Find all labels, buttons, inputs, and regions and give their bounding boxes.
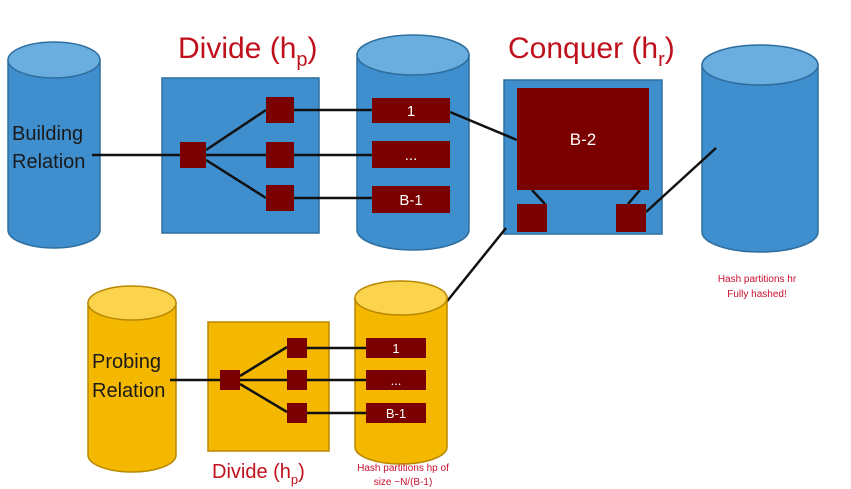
probing-relation-cylinder — [87, 285, 177, 473]
probing-partition-2 — [366, 370, 426, 390]
bucket-node-top-1 — [266, 97, 294, 123]
bucket-node-bottom-1 — [287, 338, 307, 358]
probing-caption-1: Hash partitions hp of — [357, 463, 449, 474]
bottom-connectors — [170, 345, 366, 415]
bucket-node-bottom-3 — [287, 403, 307, 423]
output-caption-2: Fully hashed! — [727, 289, 786, 300]
divide-title-top: Divide (hp) — [178, 32, 318, 71]
top-connectors — [92, 108, 717, 311]
conquer-input-node — [517, 204, 547, 232]
conquer-output-node — [616, 204, 646, 232]
hash-node-building — [180, 142, 206, 168]
building-relation-cylinder — [7, 41, 101, 249]
probing-partition-3 — [366, 403, 426, 423]
output-caption-1: Hash partitions hr — [718, 274, 797, 285]
probing-partition-1-label: 1 — [392, 341, 399, 356]
building-relation-label-1: Building — [12, 123, 83, 145]
probing-partition-2-label: ... — [391, 373, 402, 388]
building-partition-2 — [372, 141, 450, 168]
building-partition-3-label: B-1 — [399, 192, 422, 209]
hash-node-probing — [220, 370, 240, 390]
building-partition-1-label: 1 — [407, 103, 415, 120]
probing-partition-3-label: B-1 — [386, 406, 406, 421]
building-partition-2-label: ... — [405, 147, 418, 164]
probing-relation-label-2: Relation — [92, 380, 165, 402]
output-hashed-cylinder — [701, 44, 819, 253]
probing-relation-label-1: Probing — [92, 351, 161, 373]
bucket-node-top-3 — [266, 185, 294, 211]
divide-title-bottom: Divide (hp) — [212, 461, 305, 487]
bucket-node-bottom-2 — [287, 370, 307, 390]
probing-caption-2: size ~N/(B-1) — [374, 477, 433, 488]
conquer-buffer — [517, 88, 649, 190]
building-relation-label-2: Relation — [12, 151, 85, 173]
building-partition-1 — [372, 98, 450, 123]
conquer-title: Conquer (hr) — [508, 32, 675, 71]
building-partition-3 — [372, 186, 450, 213]
conquer-buffer-label: B-2 — [570, 130, 596, 149]
probing-partition-1 — [366, 338, 426, 358]
bucket-node-top-2 — [266, 142, 294, 168]
